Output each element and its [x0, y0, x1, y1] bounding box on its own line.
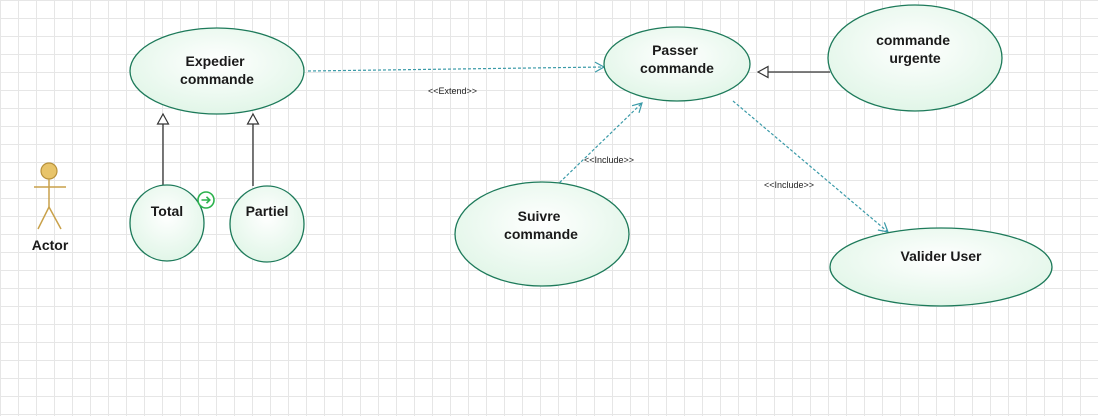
- use-case-passer-commande[interactable]: Passer commande: [603, 26, 751, 102]
- actor[interactable]: Actor: [32, 162, 69, 253]
- include-stereotype-label: <<Include>>: [764, 180, 814, 190]
- include-link-valider[interactable]: <<Include>>: [732, 100, 889, 233]
- use-case-valider-user[interactable]: Valider User: [829, 227, 1053, 307]
- use-case-suivre-commande[interactable]: Suivre commande: [454, 181, 630, 287]
- use-case-label: Total: [151, 203, 183, 219]
- include-stereotype-label: <<Include>>: [584, 155, 634, 165]
- use-case-expedier-commande[interactable]: Expedier commande: [129, 27, 305, 115]
- navigation-icon[interactable]: [197, 191, 215, 209]
- use-case-label: commande: [504, 226, 578, 242]
- svg-text:Partiel: Partiel: [246, 203, 289, 219]
- use-case-total[interactable]: Total: [129, 184, 205, 262]
- use-case-commande-urgente[interactable]: commande urgente: [827, 4, 1003, 112]
- use-case-label: Valider User: [901, 248, 982, 264]
- svg-text:Passer commande: Passer commande: [640, 42, 714, 76]
- use-case-label: Passer: [652, 42, 698, 58]
- use-case-label: Suivre: [518, 208, 561, 224]
- use-case-label: commande: [876, 32, 950, 48]
- generalization-urgente-passer[interactable]: [756, 65, 830, 79]
- svg-text:Suivre commande: Suivre commande: [504, 208, 578, 242]
- actor-label: Actor: [32, 237, 69, 253]
- include-link-suivre[interactable]: <<Include>>: [555, 102, 643, 187]
- svg-text:commande urgente: commande urgente: [876, 32, 954, 66]
- actor-head: [40, 162, 58, 180]
- extend-link[interactable]: <<Extend>>: [307, 61, 606, 96]
- use-case-label: Expedier: [185, 53, 245, 69]
- use-case-label: commande: [180, 71, 254, 87]
- use-case-label: urgente: [889, 50, 941, 66]
- use-case-label: commande: [640, 60, 714, 76]
- extend-stereotype-label: <<Extend>>: [428, 86, 477, 96]
- svg-text:Total: Total: [151, 203, 183, 219]
- generalization-partiel-expedier[interactable]: [246, 112, 260, 186]
- use-case-label: Partiel: [246, 203, 289, 219]
- svg-text:Valider User: Valider User: [901, 248, 982, 264]
- generalization-total-expedier[interactable]: [156, 112, 170, 186]
- use-case-partiel[interactable]: Partiel: [229, 185, 305, 263]
- svg-text:Expedier commande: Expedier commande: [180, 53, 254, 87]
